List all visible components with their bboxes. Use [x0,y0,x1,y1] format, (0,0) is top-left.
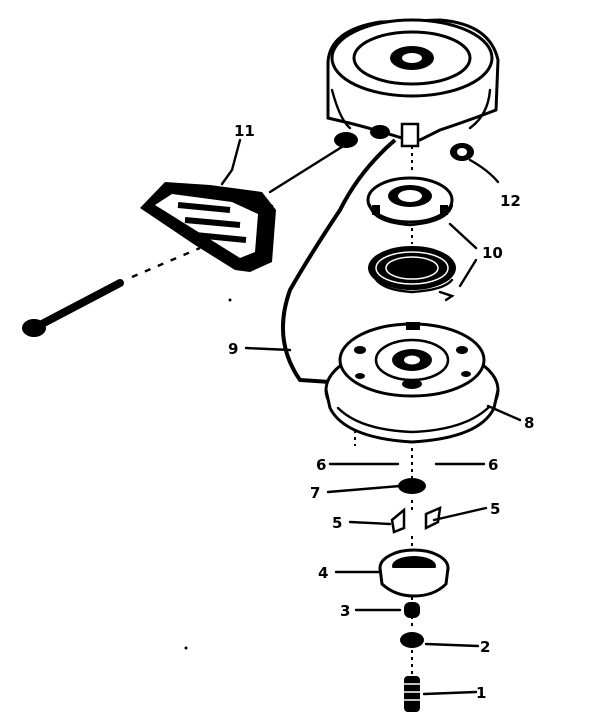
starter-rope [268,138,397,384]
callout-8: 8 [524,414,534,432]
washer-7 [398,478,426,494]
callout-6-right: 6 [488,456,498,474]
pawl-right [424,505,442,531]
callout-10: 10 [482,244,503,262]
spring-retainer [366,176,454,227]
starter-handle [140,182,276,272]
pawl-left [390,507,406,534]
brake-cup [378,548,450,598]
retaining-screw [404,676,420,712]
rope-pulley [324,322,500,444]
callout-12: 12 [500,192,521,210]
callout-7: 7 [310,484,320,502]
callout-6-left: 6 [316,456,326,474]
callout-4: 4 [318,564,328,582]
recoil-spring [368,246,456,302]
callout-5-left: 5 [332,514,342,532]
washer-2 [400,632,424,648]
callout-11: 11 [234,122,255,140]
callout-5-right: 5 [490,500,500,518]
mounting-bolt [22,246,201,337]
callout-1: 1 [476,684,486,702]
callout-9: 9 [228,340,238,358]
callout-2: 2 [480,638,490,656]
spring-3 [404,602,420,618]
starter-housing [326,18,500,161]
callout-3: 3 [340,602,350,620]
